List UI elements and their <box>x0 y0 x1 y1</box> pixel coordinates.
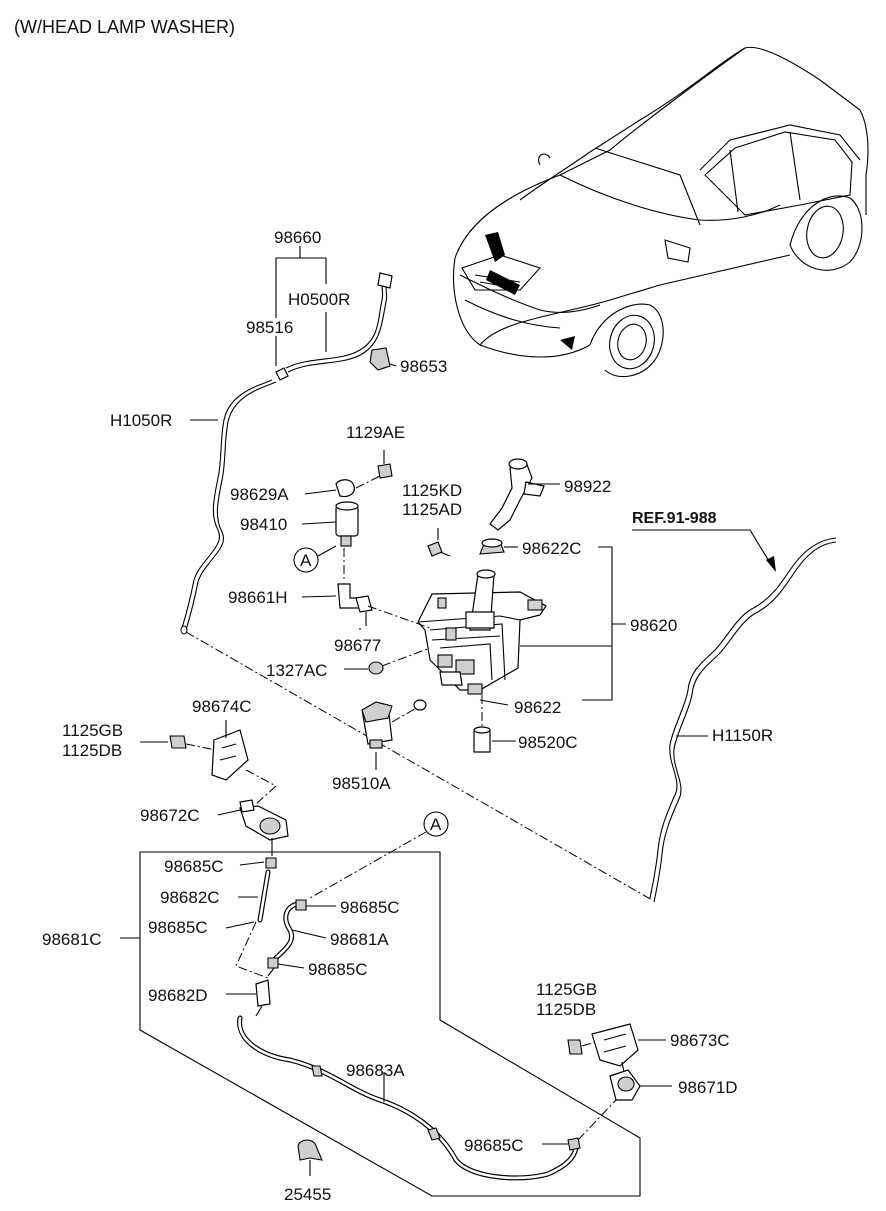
washer-pump-98410 <box>335 501 359 547</box>
label-98653: 98653 <box>400 357 447 376</box>
label-98922: 98922 <box>564 477 611 496</box>
label-1125gb-left: 1125GB <box>62 721 123 740</box>
bracket-98673c <box>591 1023 639 1067</box>
hose-h1050r <box>181 379 273 629</box>
label-1125db-left: 1125DB <box>62 741 122 760</box>
label-98671d: 98671D <box>678 1078 738 1097</box>
label-1125db-right: 1125DB <box>536 1000 596 1019</box>
label-98622c: 98622C <box>522 539 582 558</box>
label-98673c: 98673C <box>670 1031 730 1050</box>
ref-label: REF.91-988 <box>632 510 717 527</box>
connector-98516 <box>275 367 289 381</box>
callout-a-upper-letter: A <box>300 551 312 570</box>
label-98660: 98660 <box>274 228 321 247</box>
label-98685c-5: 98685C <box>464 1136 524 1155</box>
bolt-1125gb-left <box>169 735 187 749</box>
label-1125gb-right: 1125GB <box>536 980 597 999</box>
label-98620: 98620 <box>630 616 677 635</box>
label-98520c: 98520C <box>518 733 578 752</box>
label-98516: 98516 <box>246 318 293 337</box>
label-1125kd: 1125KD <box>402 481 462 500</box>
label-1125ad: 1125AD <box>402 500 462 519</box>
clip-98677 <box>355 595 373 613</box>
hose-assembly-box <box>139 851 641 1197</box>
callout-a-upper <box>293 547 319 573</box>
clip-98685c-top <box>265 857 277 869</box>
bolt-1125kd <box>427 541 443 557</box>
diagram-title: (W/HEAD LAMP WASHER) <box>14 17 235 37</box>
label-98622: 98622 <box>514 698 561 717</box>
clip-98629a <box>335 479 355 498</box>
label-98629a: 98629A <box>230 485 289 504</box>
elbow-98661h <box>337 583 361 609</box>
label-h0500r: H0500R <box>288 290 350 309</box>
label-98681a: 98681A <box>330 930 389 949</box>
callout-a-lower-letter: A <box>430 815 442 834</box>
hose-98683a <box>237 1015 579 1181</box>
label-h1050r: H1050R <box>110 411 172 430</box>
bracket-98674c <box>211 729 249 781</box>
connector-98682d <box>255 979 271 1007</box>
hose-h1150r <box>649 537 837 899</box>
label-98672c: 98672C <box>140 806 200 825</box>
label-98685c-3: 98685C <box>148 918 208 937</box>
label-98685c-2: 98685C <box>340 898 400 917</box>
nozzle-98672c <box>239 799 289 856</box>
label-25455: 25455 <box>284 1185 331 1204</box>
nozzle-connector <box>377 272 393 289</box>
label-h1150r: H1150R <box>712 726 773 745</box>
filler-pipe-98922 <box>489 458 545 531</box>
bolt-1125gb-right <box>567 1039 583 1055</box>
washer-pump-98510a <box>361 701 393 749</box>
label-98682d: 98682D <box>148 986 208 1005</box>
label-98685c-4: 98685C <box>308 960 368 979</box>
clip-98653 <box>369 347 391 371</box>
label-98677: 98677 <box>334 636 381 655</box>
vehicle-illustration <box>453 46 869 378</box>
screw-1129ae <box>377 463 393 479</box>
label-98685c-1: 98685C <box>164 857 224 876</box>
label-98510a: 98510A <box>332 774 391 793</box>
label-1327ac: 1327AC <box>266 661 327 680</box>
label-98681c: 98681C <box>42 930 102 949</box>
hose-h0500r <box>285 279 385 369</box>
label-98661h: 98661H <box>228 588 288 607</box>
label-1129ae: 1129AE <box>346 423 405 442</box>
washer-reservoir <box>417 569 547 695</box>
label-98682c: 98682C <box>160 888 220 907</box>
label-98683a: 98683A <box>346 1061 405 1080</box>
callout-a-lower <box>423 811 449 837</box>
label-98410: 98410 <box>240 515 287 534</box>
grommet-1327ac <box>368 661 384 675</box>
nozzle-98671d <box>609 1061 641 1101</box>
label-98674c: 98674C <box>192 697 252 716</box>
grommet-98622 <box>413 699 427 711</box>
clip-25455 <box>297 1139 323 1161</box>
